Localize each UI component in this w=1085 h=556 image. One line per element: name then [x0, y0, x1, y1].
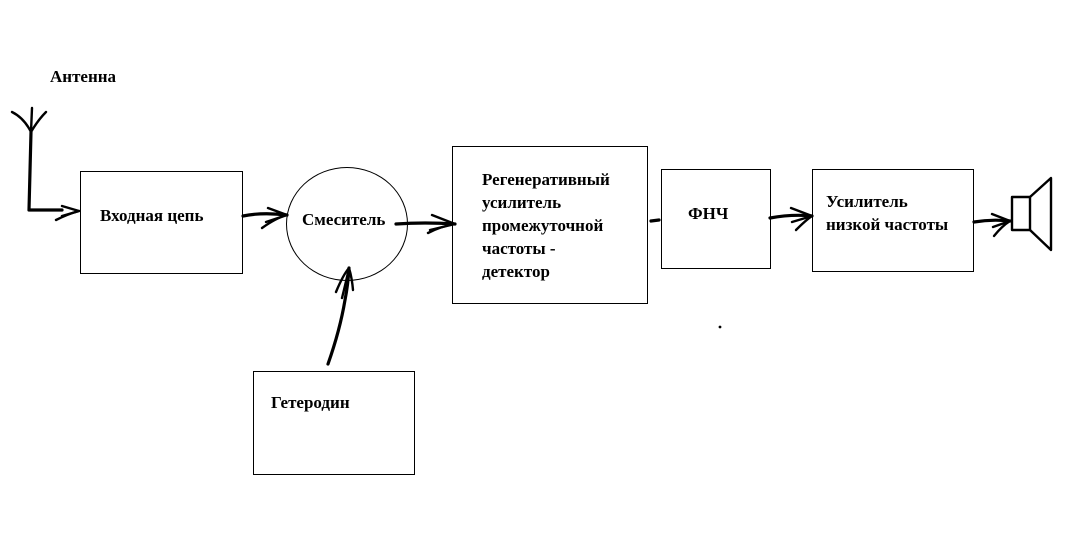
arrow-oscillator-to-mixer: [326, 266, 355, 366]
arrow-lpf-to-af: [768, 206, 814, 232]
local-oscillator-block: [253, 371, 415, 475]
arrow-input-to-mixer: [241, 206, 289, 230]
regen-amp-block: [452, 146, 648, 304]
arrow-af-to-speaker: [972, 212, 1012, 238]
wire-regen-to-lpf: [649, 218, 661, 223]
af-amp-label-line-2: низкой частоты: [826, 215, 949, 234]
mixer-block: [286, 167, 408, 281]
antenna-icon: [10, 106, 64, 212]
speaker-icon: [1010, 176, 1053, 252]
stray-dot: [718, 325, 722, 329]
af-amp-label-line-1: Усилитель: [826, 192, 908, 211]
arrow-antenna-to-input: [54, 204, 81, 222]
mixer-label: Смеситель: [302, 210, 386, 229]
regen-amp-label-line-5: детектор: [482, 262, 550, 281]
input-circuit-block: [80, 171, 243, 274]
af-amp-label: Усилитель низкой частоты: [826, 190, 948, 236]
regen-amp-label-line-3: промежуточной: [482, 216, 604, 235]
arrow-mixer-to-regen: [394, 213, 457, 235]
lpf-label: ФНЧ: [688, 204, 729, 223]
regen-amp-label: Регенеративный усилитель промежуточной ч…: [482, 168, 610, 283]
regen-amp-label-line-1: Регенеративный: [482, 170, 610, 189]
local-oscillator-label: Гетеродин: [271, 393, 350, 412]
af-amp-block: [812, 169, 974, 272]
regen-amp-label-line-2: усилитель: [482, 193, 562, 212]
input-circuit-label: Входная цепь: [100, 206, 204, 225]
regen-amp-label-line-4: частоты -: [482, 239, 556, 258]
antenna-label: Антенна: [50, 67, 117, 86]
